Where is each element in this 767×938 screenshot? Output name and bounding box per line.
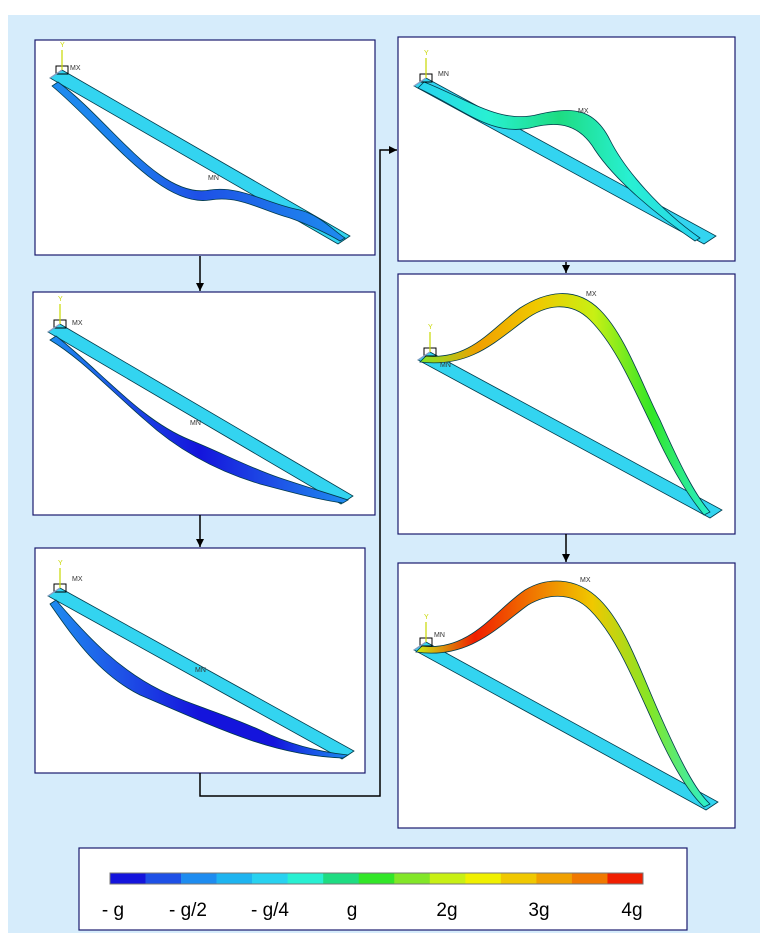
z-axis-icon	[413, 641, 427, 651]
min-label: MN	[190, 420, 201, 427]
min-label: MN	[440, 362, 451, 369]
color-swatch	[323, 873, 360, 884]
deformed-beam	[49, 335, 349, 504]
min-label: MN	[208, 175, 219, 182]
color-swatch	[110, 873, 146, 884]
color-swatch	[607, 873, 644, 884]
deformed-beam	[51, 81, 346, 242]
color-swatch	[287, 873, 324, 884]
arrow-head-icon	[562, 265, 570, 273]
arrow-head-icon	[562, 554, 570, 562]
arrow-p2-p3	[196, 515, 204, 547]
arrow-p1-p2	[196, 256, 204, 291]
axis-label: Y	[424, 50, 429, 57]
color-swatch	[358, 873, 395, 884]
legend-label: - g/2	[168, 900, 208, 921]
deformed-beam	[49, 599, 350, 759]
arrow-head-icon	[196, 283, 204, 291]
legend-label: 3g	[528, 900, 550, 921]
legend-label: g	[346, 900, 358, 921]
deformed-beam	[417, 81, 701, 242]
color-swatch	[252, 873, 288, 884]
max-label: MX	[70, 65, 81, 72]
color-swatch	[536, 873, 573, 884]
arrow-p5-p6	[562, 534, 570, 562]
axis-label: Y	[58, 560, 63, 567]
z-axis-icon	[47, 323, 61, 333]
color-swatch	[145, 873, 182, 884]
simulation-panel: Y MX MN	[34, 547, 366, 774]
simulation-panel: Y MX MN	[34, 39, 376, 256]
simulation-panel: Y MX MN	[32, 291, 376, 516]
max-label: MX	[72, 320, 83, 327]
simulation-panel: Y MX MN	[397, 562, 736, 829]
min-label: MN	[434, 632, 445, 639]
axis-label: Y	[60, 42, 65, 49]
max-label: MX	[578, 108, 589, 115]
arrow-p3-p4	[199, 146, 397, 797]
color-swatch	[571, 873, 608, 884]
arrow-head-icon	[389, 146, 397, 154]
color-swatch	[465, 873, 502, 884]
z-axis-icon	[49, 69, 63, 79]
axis-label: Y	[58, 296, 63, 303]
color-swatch	[394, 873, 431, 884]
simulation-panels: Y MX MN Y MX MN Y MX MN Y MX MN Y MX MN Y MX MN	[32, 36, 736, 829]
color-swatch	[216, 873, 253, 884]
color-scale-legend	[78, 847, 688, 931]
color-scale-bar	[109, 872, 644, 885]
legend-label: - g	[101, 900, 125, 921]
legend-label: 4g	[621, 900, 643, 921]
legend-box	[78, 847, 688, 931]
axis-label: Y	[424, 614, 429, 621]
axis-label: Y	[428, 324, 433, 331]
min-label: MN	[195, 667, 206, 674]
color-bar-outline	[109, 872, 644, 885]
deformed-beam	[415, 580, 711, 808]
color-swatch	[429, 873, 466, 884]
arrow-p4-p5	[562, 262, 570, 273]
z-axis-icon	[413, 77, 427, 87]
max-label: MX	[580, 577, 591, 584]
arrow-head-icon	[196, 539, 204, 547]
z-axis-icon	[417, 351, 431, 361]
simulation-panel: Y MX MN	[397, 273, 736, 535]
legend-label: 2g	[436, 900, 458, 921]
max-label: MX	[72, 576, 83, 583]
simulation-panel: Y MX MN	[397, 36, 736, 262]
legend-label: - g/4	[250, 900, 290, 921]
min-label: MN	[438, 71, 449, 78]
sequence-arrows	[196, 146, 570, 797]
color-swatch	[181, 873, 217, 884]
max-label: MX	[586, 291, 597, 298]
color-swatch	[500, 873, 537, 884]
deformed-beam	[419, 293, 711, 516]
z-axis-icon	[47, 587, 61, 597]
